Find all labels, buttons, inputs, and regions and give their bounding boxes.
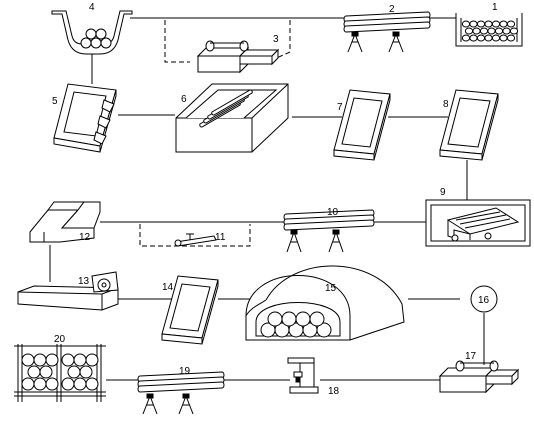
step-label-9: 9 xyxy=(440,187,446,198)
step-20-storage-rack-icon xyxy=(14,344,106,402)
step-label-14: 14 xyxy=(162,282,174,293)
log-glyph xyxy=(45,377,59,391)
rod-glyph xyxy=(343,21,431,33)
step-5-mold-icon xyxy=(53,83,117,153)
cell-glyph xyxy=(472,27,481,35)
log-glyph xyxy=(309,311,325,327)
step-label-4: 4 xyxy=(89,2,95,13)
log-glyph xyxy=(281,311,297,327)
log-glyph xyxy=(316,322,332,338)
step-12-l-beam-icon xyxy=(29,201,101,243)
step-label-20: 20 xyxy=(54,334,66,345)
step-8-plate-icon xyxy=(439,89,499,161)
cell-glyph xyxy=(476,20,486,28)
step-label-19: 19 xyxy=(179,366,191,377)
step-14-plate-icon xyxy=(161,275,219,345)
step-17-rolling-blocks-icon xyxy=(438,360,520,394)
log-glyph xyxy=(85,353,99,367)
rod-glyph xyxy=(283,219,375,231)
step-15-kiln-icon xyxy=(245,265,405,341)
step-2-rod-rack-icon xyxy=(343,11,431,53)
step-16-node-icon xyxy=(470,285,498,313)
cell-glyph xyxy=(469,20,478,28)
step-label-18: 18 xyxy=(328,386,340,397)
cell-glyph xyxy=(461,20,471,28)
log-glyph xyxy=(73,353,87,367)
step-label-5: 5 xyxy=(52,96,58,107)
step-label-11: 11 xyxy=(215,232,226,243)
cell-glyph xyxy=(479,27,489,35)
cell-glyph xyxy=(494,27,504,35)
cell-glyph xyxy=(491,20,501,28)
cell-glyph xyxy=(509,27,519,35)
step-label-17: 17 xyxy=(465,351,477,362)
step-labels: 1 2 3 4 5 6 7 8 9 10 11 12 13 14 15 16 1… xyxy=(52,2,498,397)
step-11-tool-icon xyxy=(174,233,217,247)
log-glyph xyxy=(21,353,35,367)
cell-glyph xyxy=(502,27,511,35)
cell-glyph xyxy=(499,20,508,28)
log-glyph xyxy=(33,353,47,367)
step-label-16: 16 xyxy=(478,295,490,306)
log-glyph xyxy=(73,377,87,391)
step-10-rod-rack-icon xyxy=(283,209,375,253)
cell-glyph xyxy=(464,27,474,35)
step-label-8: 8 xyxy=(443,99,449,110)
cell-glyph xyxy=(476,34,486,42)
cell-glyph xyxy=(491,34,501,42)
log-glyph xyxy=(85,377,99,391)
cell-glyph xyxy=(461,34,471,42)
log-glyph xyxy=(21,377,35,391)
log-glyph xyxy=(61,377,75,391)
step-6-rod-tray-icon xyxy=(175,83,289,153)
cell-glyph xyxy=(506,34,516,42)
cell-glyph xyxy=(484,34,493,42)
step-label-2: 2 xyxy=(389,4,395,15)
log-glyph xyxy=(45,353,59,367)
cell-glyph xyxy=(484,20,493,28)
step-label-10: 10 xyxy=(327,207,339,218)
log-glyph xyxy=(39,365,53,379)
log-glyph xyxy=(61,353,75,367)
log-glyph xyxy=(267,311,283,327)
connector-dashed-3-left xyxy=(164,20,190,63)
log-glyph xyxy=(67,365,81,379)
cell-glyph xyxy=(487,27,496,35)
log-glyph xyxy=(79,365,93,379)
connector-dashed-3-right xyxy=(271,20,291,61)
step-label-13: 13 xyxy=(78,276,90,287)
step-label-7: 7 xyxy=(337,102,343,113)
step-label-6: 6 xyxy=(181,94,187,105)
step-7-plate-icon xyxy=(333,89,391,161)
step-1-cell-stack-icon xyxy=(455,13,523,47)
step-label-1: 1 xyxy=(492,2,498,13)
step-label-12: 12 xyxy=(79,232,91,243)
log-glyph xyxy=(295,311,311,327)
step-label-3: 3 xyxy=(273,34,279,45)
rod-glyph xyxy=(137,381,225,393)
connector-dashed-11 xyxy=(139,224,251,247)
step-19-rod-rack-icon xyxy=(137,371,225,415)
cell-glyph xyxy=(506,20,516,28)
rod-glyph xyxy=(211,89,253,116)
log-glyph xyxy=(33,377,47,391)
step-label-15: 15 xyxy=(325,283,337,294)
step-4-crucible-icon xyxy=(51,10,133,55)
step-13-bench-drum-icon xyxy=(17,271,119,311)
step-18-microscope-icon xyxy=(287,357,319,394)
step-3-rolling-blocks-icon xyxy=(196,40,280,74)
log-glyph xyxy=(27,365,41,379)
cell-glyph xyxy=(499,34,508,42)
cell-glyph xyxy=(469,34,478,42)
step-9-framed-press-icon xyxy=(425,199,531,247)
